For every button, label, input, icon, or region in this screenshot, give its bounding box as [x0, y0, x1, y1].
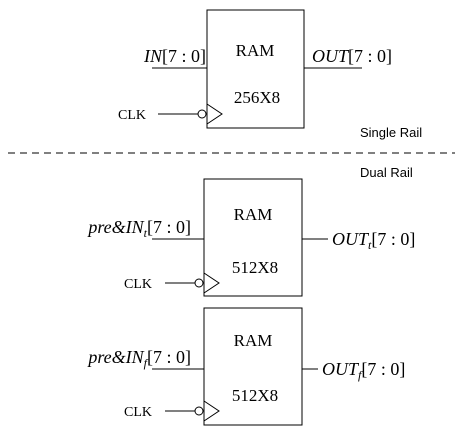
- dual-rail-label: Dual Rail: [360, 165, 413, 180]
- ram-size-true: 512X8: [232, 258, 278, 277]
- output-label-false: OUTf[7 : 0]: [322, 359, 405, 382]
- ram-box-false: [203, 307, 303, 426]
- clk-label-true: CLK: [124, 277, 152, 292]
- single-rail-label: Single Rail: [360, 125, 422, 140]
- clk-label-single: CLK: [118, 108, 146, 123]
- clk-triangle-false: [203, 400, 220, 422]
- output-label-single: OUT[7 : 0]: [312, 46, 392, 66]
- clk-triangle-true: [203, 272, 220, 294]
- clk-label-false: CLK: [124, 405, 152, 420]
- output-label-true: OUTt[7 : 0]: [332, 229, 415, 252]
- dual-rail-false-block: RAM 512X8 pre&INf[7 : 0] OUTf[7 : 0] CLK: [86, 307, 405, 426]
- ram-box-true: [203, 178, 303, 297]
- dual-rail-true-block: RAM 512X8 pre&INt[7 : 0] OUTt[7 : 0] CLK: [86, 178, 415, 297]
- ram-size-false: 512X8: [232, 386, 278, 405]
- ram-title-false: RAM: [234, 331, 273, 350]
- ram-size-single: 256X8: [234, 88, 280, 107]
- clk-inverter-bubble-single: [197, 109, 207, 119]
- clk-inverter-bubble-false: [194, 406, 204, 416]
- clk-inverter-bubble-true: [194, 278, 204, 288]
- input-label-true: pre&INt[7 : 0]: [86, 217, 191, 240]
- ram-title-single: RAM: [236, 41, 275, 60]
- input-label-false: pre&INf[7 : 0]: [86, 347, 191, 370]
- ram-title-true: RAM: [234, 205, 273, 224]
- clk-triangle-single: [206, 103, 223, 125]
- ram-box-single: [206, 9, 305, 129]
- single-rail-block: RAM 256X8 IN[7 : 0] OUT[7 : 0] CLK Singl…: [118, 9, 422, 140]
- input-label-single: IN[7 : 0]: [143, 46, 206, 66]
